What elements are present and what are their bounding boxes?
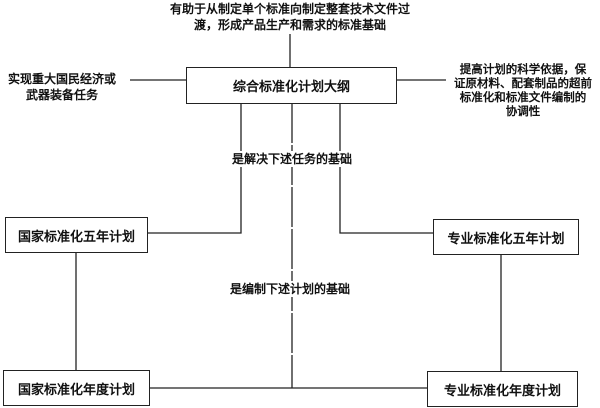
left-note-line: 武器装备任务 (25, 88, 98, 102)
center-box: 综合标准化计划大纲 (186, 67, 397, 104)
right-note-line: 协调性 (505, 104, 541, 118)
box-label: 专业标准化年度计划 (443, 383, 561, 399)
right-note: 提高计划的科学依据，保 证原材料、配套制品的超前 标准化和标准文件编制的 协调性 (446, 62, 600, 118)
top-note-line: 有助于从制定单个标准向制定整套技术文件过 (169, 2, 410, 16)
right-note-line: 证原材料、配套制品的超前 (454, 76, 592, 90)
mid-label-2: 是编制下述计划的基础 (222, 281, 358, 297)
industry-five-year-box: 专业标准化五年计划 (433, 219, 579, 255)
national-five-year-box: 国家标准化五年计划 (5, 217, 148, 253)
box-label: 国家标准化五年计划 (17, 229, 135, 245)
industry-annual-box: 专业标准化年度计划 (427, 371, 578, 407)
center-box-label: 综合标准化计划大纲 (232, 80, 350, 95)
left-note-line: 实现重大国民经济或 (7, 72, 116, 86)
top-note: 有助于从制定单个标准向制定整套技术文件过 渡，形成产品生产和需求的标准基础 (140, 1, 440, 33)
connector-industry-five-year (339, 103, 433, 234)
box-label: 专业标准化五年计划 (447, 231, 565, 247)
right-note-line: 标准化和标准文件编制的 (459, 90, 587, 104)
left-note: 实现重大国民经济或 武器装备任务 (0, 71, 124, 103)
right-note-line: 提高计划的科学依据，保 (459, 62, 587, 76)
national-annual-box: 国家标准化年度计划 (3, 370, 150, 406)
connector-national-five-year (148, 103, 242, 234)
mid-label-1: 是解决下述任务的基础 (224, 151, 360, 167)
box-label: 国家标准化年度计划 (17, 382, 135, 398)
top-note-line: 渡，形成产品生产和需求的标准基础 (193, 18, 386, 32)
